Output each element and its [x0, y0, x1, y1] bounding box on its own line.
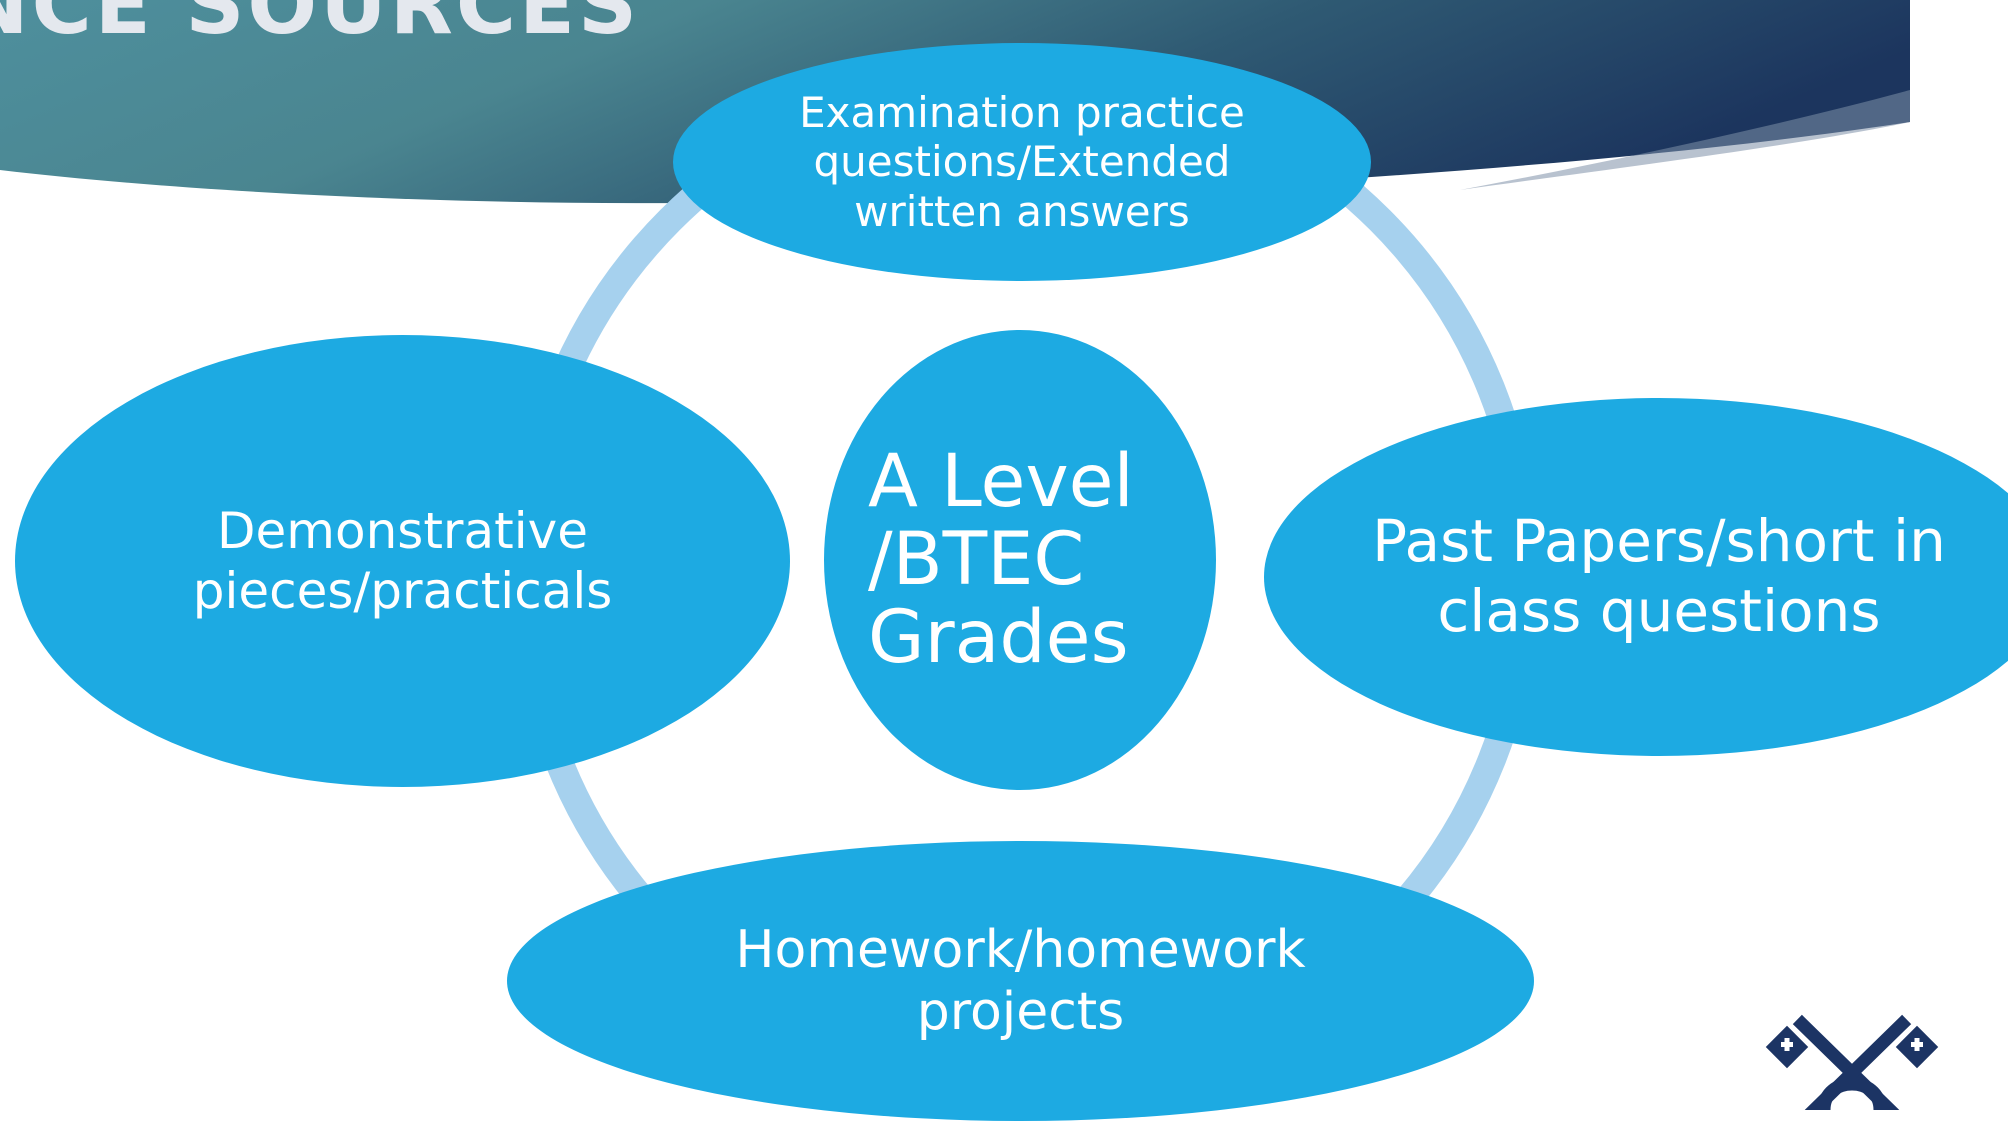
node-demonstrative-pieces: Demonstrative pieces/practicals [15, 335, 790, 787]
node-homework-label: Homework/homework projects [735, 919, 1306, 1042]
node-center-grades: A Level /BTEC Grades [824, 330, 1216, 790]
node-exam-practice-label: Examination practice questions/Extended … [799, 88, 1245, 236]
node-past-papers-label: Past Papers/short in class questions [1372, 507, 1946, 645]
page-title: NCE SOURCES [0, 0, 641, 53]
node-homework: Homework/homework projects [507, 841, 1534, 1121]
crossed-keys-icon [1765, 1014, 1939, 1110]
node-center-grades-label: A Level /BTEC Grades [868, 438, 1134, 681]
node-demonstrative-pieces-label: Demonstrative pieces/practicals [192, 502, 613, 620]
node-past-papers: Past Papers/short in class questions [1264, 398, 2008, 756]
node-exam-practice: Examination practice questions/Extended … [673, 43, 1371, 281]
